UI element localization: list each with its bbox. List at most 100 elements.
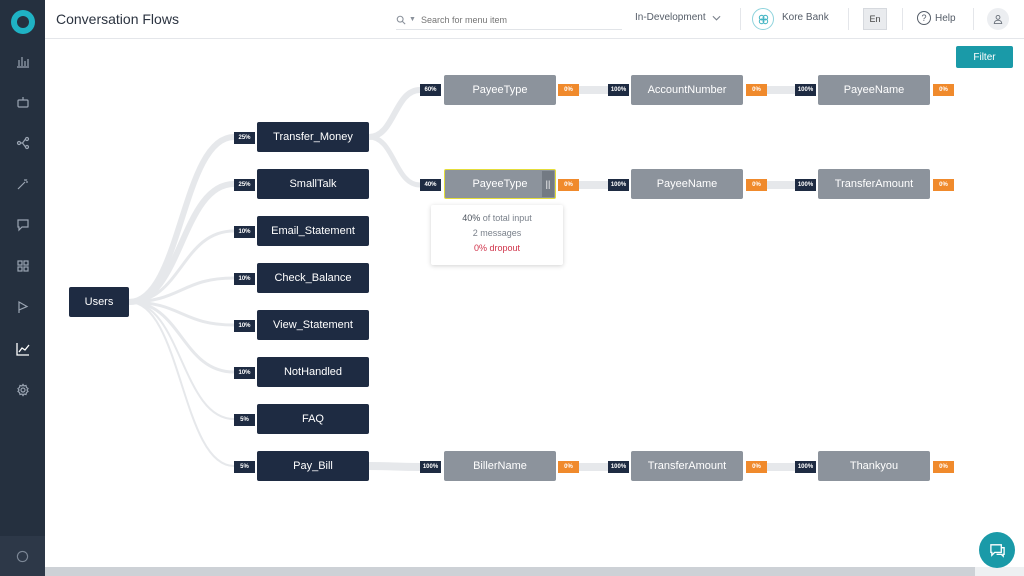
step-node-thankyou[interactable]: Thankyou xyxy=(818,451,930,481)
step-link xyxy=(368,134,421,188)
intent-link xyxy=(128,229,235,304)
header-divider xyxy=(902,8,903,30)
step-link xyxy=(767,86,795,94)
drag-handle-icon[interactable]: || xyxy=(542,171,554,197)
step-dropout-percent: 0% xyxy=(933,179,954,191)
grid-icon[interactable] xyxy=(0,250,45,282)
step-in-percent: 100% xyxy=(795,179,816,191)
intent-link xyxy=(128,301,235,420)
line-chart-icon[interactable] xyxy=(0,333,45,365)
intent-percent-smalltalk: 25% xyxy=(234,179,255,191)
step-dropout-percent: 0% xyxy=(558,461,579,473)
chat-bubble-icon xyxy=(989,543,1005,558)
intent-link xyxy=(128,181,235,305)
step-dropout-percent: 0% xyxy=(746,179,767,191)
tooltip-input-share: 40% of total input xyxy=(431,213,563,223)
status-indicator[interactable] xyxy=(0,536,45,576)
intent-percent-email-statement: 10% xyxy=(234,226,255,238)
step-node-payeename[interactable]: PayeeName xyxy=(818,75,930,105)
intent-node-faq[interactable]: FAQ xyxy=(257,404,369,434)
flow-icon[interactable] xyxy=(0,127,45,159)
header-divider xyxy=(973,8,974,30)
intent-node-email-statement[interactable]: Email_Statement xyxy=(257,216,369,246)
help-link[interactable]: ? Help xyxy=(917,11,956,25)
root-node-users[interactable]: Users xyxy=(69,287,129,317)
flow-links xyxy=(128,86,795,471)
chat-icon[interactable] xyxy=(0,209,45,241)
intent-percent-view-statement: 10% xyxy=(234,320,255,332)
user-profile-button[interactable] xyxy=(987,8,1009,30)
step-link xyxy=(579,86,608,94)
intent-node-view-statement[interactable]: View_Statement xyxy=(257,310,369,340)
sidebar xyxy=(0,0,45,576)
step-node-accountnumber[interactable]: AccountNumber xyxy=(631,75,743,105)
step-in-percent: 100% xyxy=(608,179,629,191)
step-node-label: PayeeType xyxy=(472,178,528,190)
page-title: Conversation Flows xyxy=(56,11,179,27)
search-input[interactable] xyxy=(420,14,601,25)
step-node-transferamount[interactable]: TransferAmount xyxy=(631,451,743,481)
step-in-percent: 100% xyxy=(795,84,816,96)
filter-button[interactable]: Filter xyxy=(956,46,1013,68)
gear-icon[interactable] xyxy=(0,374,45,406)
step-in-percent: 100% xyxy=(608,461,629,473)
intent-node-smalltalk[interactable]: SmallTalk xyxy=(257,169,369,199)
search-icon xyxy=(396,15,406,25)
header-divider xyxy=(740,8,741,30)
intent-node-nothandled[interactable]: NotHandled xyxy=(257,357,369,387)
language-selector[interactable]: En xyxy=(863,8,887,30)
tooltip-dropout: 0% dropout xyxy=(473,243,521,253)
step-in-percent: 60% xyxy=(420,84,441,96)
intent-node-check-balance[interactable]: Check_Balance xyxy=(257,263,369,293)
intent-node-transfer-money[interactable]: Transfer_Money xyxy=(257,122,369,152)
flag-icon[interactable] xyxy=(0,291,45,323)
intent-link xyxy=(128,300,235,374)
step-link xyxy=(368,87,421,140)
intent-percent-transfer-money: 25% xyxy=(234,132,255,144)
environment-label: In-Development xyxy=(635,12,706,23)
step-link xyxy=(767,463,795,471)
flow-canvas[interactable]: Filter Users 25% Transfer_Money 25% Smal… xyxy=(45,40,1024,568)
bar-chart-icon[interactable] xyxy=(0,45,45,77)
step-node-transferamount[interactable]: TransferAmount xyxy=(818,169,930,199)
intent-link xyxy=(128,134,235,305)
chat-widget-button[interactable] xyxy=(979,532,1015,568)
step-node-payeetype-selected[interactable]: PayeeType || xyxy=(444,169,556,199)
step-node-payeetype[interactable]: PayeeType xyxy=(444,75,556,105)
step-node-billername[interactable]: BillerName xyxy=(444,451,556,481)
step-dropout-percent: 0% xyxy=(558,84,579,96)
tooltip-percent-suffix: of total input xyxy=(482,213,532,223)
bot-name[interactable]: Kore Bank xyxy=(782,12,829,23)
search-bar[interactable]: ▼ xyxy=(396,10,622,30)
bot-icon[interactable] xyxy=(0,86,45,118)
intent-node-pay-bill[interactable]: Pay_Bill xyxy=(257,451,369,481)
step-link xyxy=(368,462,421,471)
step-in-percent: 100% xyxy=(795,461,816,473)
horizontal-scrollbar[interactable] xyxy=(45,567,975,576)
user-icon xyxy=(993,14,1003,24)
step-dropout-percent: 0% xyxy=(558,179,579,191)
top-header: Conversation Flows ▼ In-Development Kore… xyxy=(45,0,1024,39)
step-dropout-percent: 0% xyxy=(933,84,954,96)
step-link xyxy=(767,181,795,189)
intent-percent-faq: 5% xyxy=(234,414,255,426)
chevron-down-icon[interactable]: ▼ xyxy=(409,16,416,23)
tooltip-messages: 2 messages xyxy=(472,228,522,238)
header-divider xyxy=(848,8,849,30)
step-dropout-percent: 0% xyxy=(746,84,767,96)
step-in-percent: 40% xyxy=(420,179,441,191)
bot-avatar[interactable] xyxy=(752,8,774,30)
app-logo[interactable] xyxy=(11,10,35,34)
step-dropout-percent: 0% xyxy=(933,461,954,473)
intent-percent-check-balance: 10% xyxy=(234,273,255,285)
environment-dropdown[interactable]: In-Development xyxy=(635,12,721,23)
intent-percent-pay-bill: 5% xyxy=(234,461,255,473)
node-tooltip: 40% of total input 2 messages 0% dropout xyxy=(431,205,563,265)
help-icon: ? xyxy=(917,11,931,25)
magic-wand-icon[interactable] xyxy=(0,168,45,200)
intent-link xyxy=(128,301,235,467)
step-node-payeename[interactable]: PayeeName xyxy=(631,169,743,199)
chevron-down-icon xyxy=(712,15,721,21)
step-in-percent: 100% xyxy=(608,84,629,96)
